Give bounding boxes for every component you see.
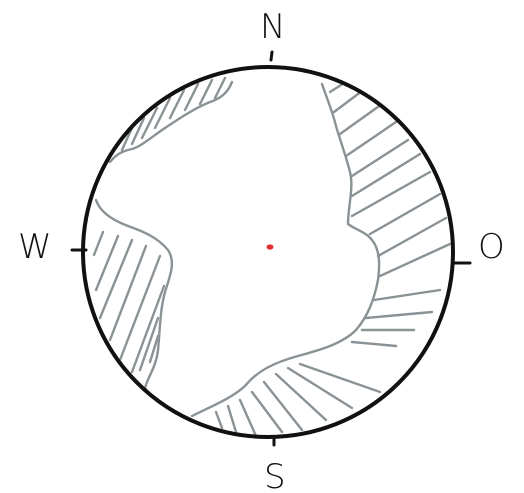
north-label: N bbox=[260, 7, 285, 47]
hatch-region-east bbox=[190, 76, 452, 437]
boundary-east bbox=[190, 82, 381, 418]
south-label: S bbox=[264, 457, 286, 493]
center-dot bbox=[266, 244, 274, 250]
east-label: O bbox=[478, 227, 505, 267]
west-label: W bbox=[18, 227, 52, 267]
hatch-region-northwest bbox=[108, 76, 234, 164]
boundary-northwest bbox=[108, 80, 234, 164]
compass-circle bbox=[81, 65, 455, 439]
north-tick bbox=[269, 50, 274, 62]
